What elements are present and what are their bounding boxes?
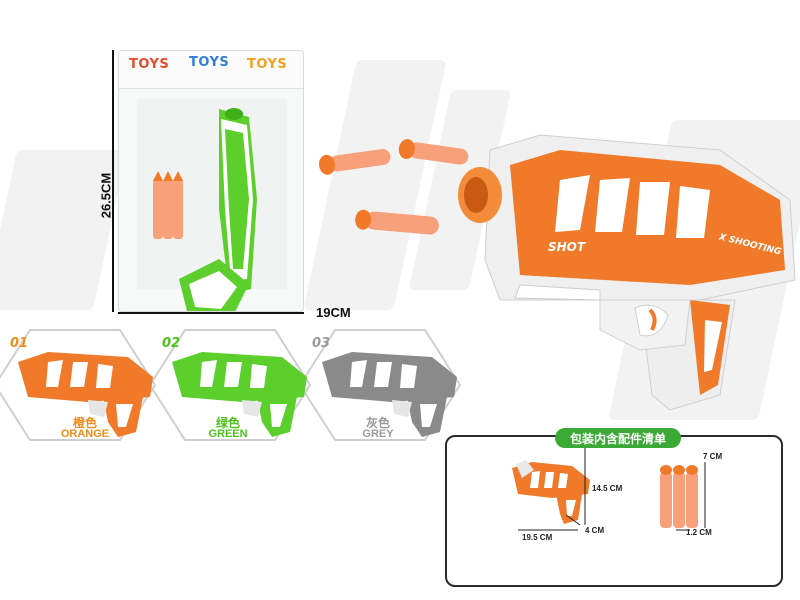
toys-logo: TOYS <box>129 57 170 72</box>
variant-cn-label-orange: 橙色 <box>72 416 97 430</box>
variant-number-orange: 01 <box>10 336 29 351</box>
gun-text-shot: SHOT <box>548 240 586 254</box>
variant-cn-label-green: 绿色 <box>215 416 240 430</box>
package-card: TOYS TOYS TOYS <box>118 50 304 312</box>
variant-number-green: 02 <box>162 336 181 351</box>
accessory-dart-diameter: 1.2 CM <box>686 528 712 537</box>
variant-en-label-green: GREEN <box>208 428 248 440</box>
variant-en-label-grey: GREY <box>362 428 394 440</box>
package-width-label: 19CM <box>316 305 351 320</box>
variant-cn-label-grey: 灰色 <box>365 416 390 430</box>
accessory-gun-height: 14.5 CM <box>592 484 623 493</box>
package-header: TOYS TOYS TOYS <box>119 51 303 89</box>
package-gun-image <box>137 99 287 311</box>
accessories-title-badge <box>555 428 681 448</box>
width-dimension-line <box>118 312 304 314</box>
height-dimension-line <box>112 50 114 312</box>
accessory-gun-length: 19.5 CM <box>522 533 553 542</box>
accessory-gun-width: 4 CM <box>585 526 605 535</box>
toys-logo: TOYS <box>247 57 288 72</box>
variant-number-grey: 03 <box>312 336 331 351</box>
accessory-dart-length: 7 CM <box>703 452 723 461</box>
accessories-title: 包装内含配件清单 <box>569 432 666 446</box>
variant-en-label-orange: ORANGE <box>60 428 110 440</box>
toys-logo: TOYS <box>189 55 230 70</box>
